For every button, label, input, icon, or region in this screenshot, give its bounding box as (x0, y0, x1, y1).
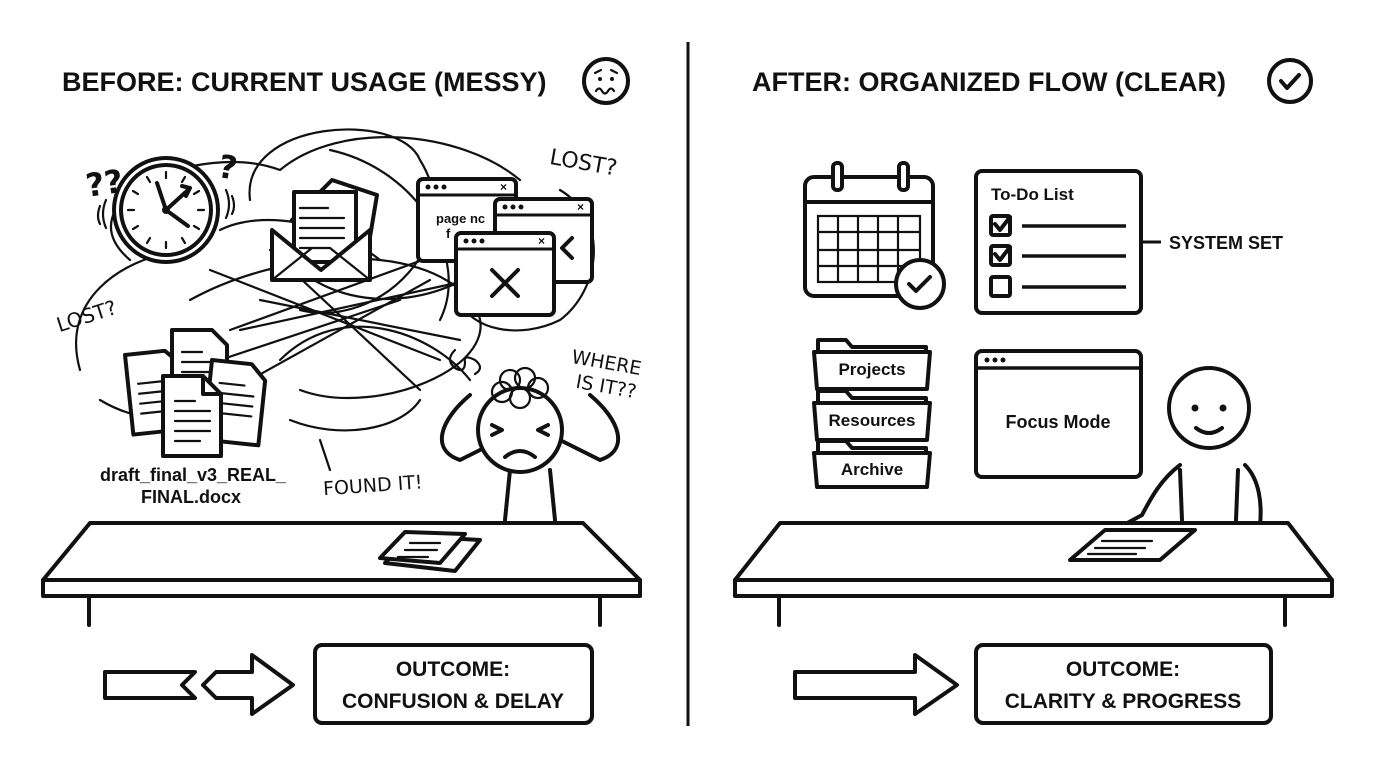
folder-label: Archive (841, 460, 903, 479)
calendar-icon (803, 161, 946, 310)
after-title: AFTER: ORGANIZED FLOW (CLEAR) (752, 67, 1226, 97)
tablet-on-desk-icon (1068, 528, 1197, 562)
outcome-box-after: OUTCOME: CLARITY & PROGRESS (974, 643, 1273, 725)
close-icon: × (577, 200, 584, 214)
close-icon: × (538, 234, 545, 248)
before-title: BEFORE: CURRENT USAGE (MESSY) (62, 67, 547, 97)
error-page-text-line1: page nc (436, 211, 485, 226)
browser-window-error: × (454, 231, 556, 317)
outcome-box-before: OUTCOME: CONFUSION & DELAY (313, 643, 594, 725)
todo-item (989, 275, 1126, 298)
desk-before (41, 521, 642, 627)
error-page-text-line2: f (446, 226, 451, 241)
outcome-before-line1: OUTCOME: (396, 658, 510, 681)
folder-resources: Resources (812, 389, 932, 442)
folder-label: Resources (829, 411, 916, 430)
outcome-after-line2: CLARITY & PROGRESS (1005, 690, 1241, 713)
todo-item (989, 244, 1126, 267)
checkmark-icon (993, 245, 1012, 262)
papers-on-desk-icon (378, 530, 482, 573)
checkmark-icon (993, 215, 1012, 232)
focus-mode-label: Focus Mode (1005, 412, 1110, 432)
folder-archive: Archive (812, 439, 932, 489)
clock-icon (96, 156, 236, 264)
worried-face-icon (582, 57, 630, 105)
focus-mode-window: Focus Mode (974, 349, 1143, 479)
desk-after (733, 521, 1334, 627)
after-panel: AFTER: ORGANIZED FLOW (CLEAR) To-Do List (733, 58, 1334, 725)
system-set-label: SYSTEM SET (1169, 233, 1283, 253)
outcome-before-line2: CONFUSION & DELAY (342, 690, 564, 713)
check-circle-icon (1267, 58, 1313, 104)
lost-label-left: LOST? (53, 295, 119, 337)
arrow-right-icon (793, 653, 959, 716)
lost-label-top: LOST? (548, 145, 619, 181)
todo-item (989, 214, 1126, 237)
broken-arrow-icon (103, 653, 295, 716)
document-pile-icon (123, 328, 268, 458)
folder-stack: Projects Resources Archive (812, 338, 932, 489)
question-marks-left: ?? (83, 162, 125, 205)
question-mark-right: ? (215, 147, 240, 188)
close-icon: × (500, 180, 507, 194)
todo-list-card: To-Do List (974, 169, 1143, 315)
outcome-after-line1: OUTCOME: (1066, 658, 1180, 681)
file-name-line1: draft_final_v3_REAL_ (100, 465, 287, 485)
folder-projects: Projects (812, 338, 932, 391)
todo-title: To-Do List (991, 185, 1074, 204)
calm-person-illustration (1118, 366, 1263, 532)
folder-label: Projects (838, 360, 905, 379)
error-browser-windows: × page nc f × × (416, 177, 594, 317)
file-name-line2: FINAL.docx (141, 487, 241, 507)
stressed-person-illustration (440, 348, 620, 522)
envelope-icon (270, 178, 379, 282)
before-panel: BEFORE: CURRENT USAGE (MESSY) (41, 57, 643, 725)
found-it-label: FOUND IT! (322, 471, 423, 500)
